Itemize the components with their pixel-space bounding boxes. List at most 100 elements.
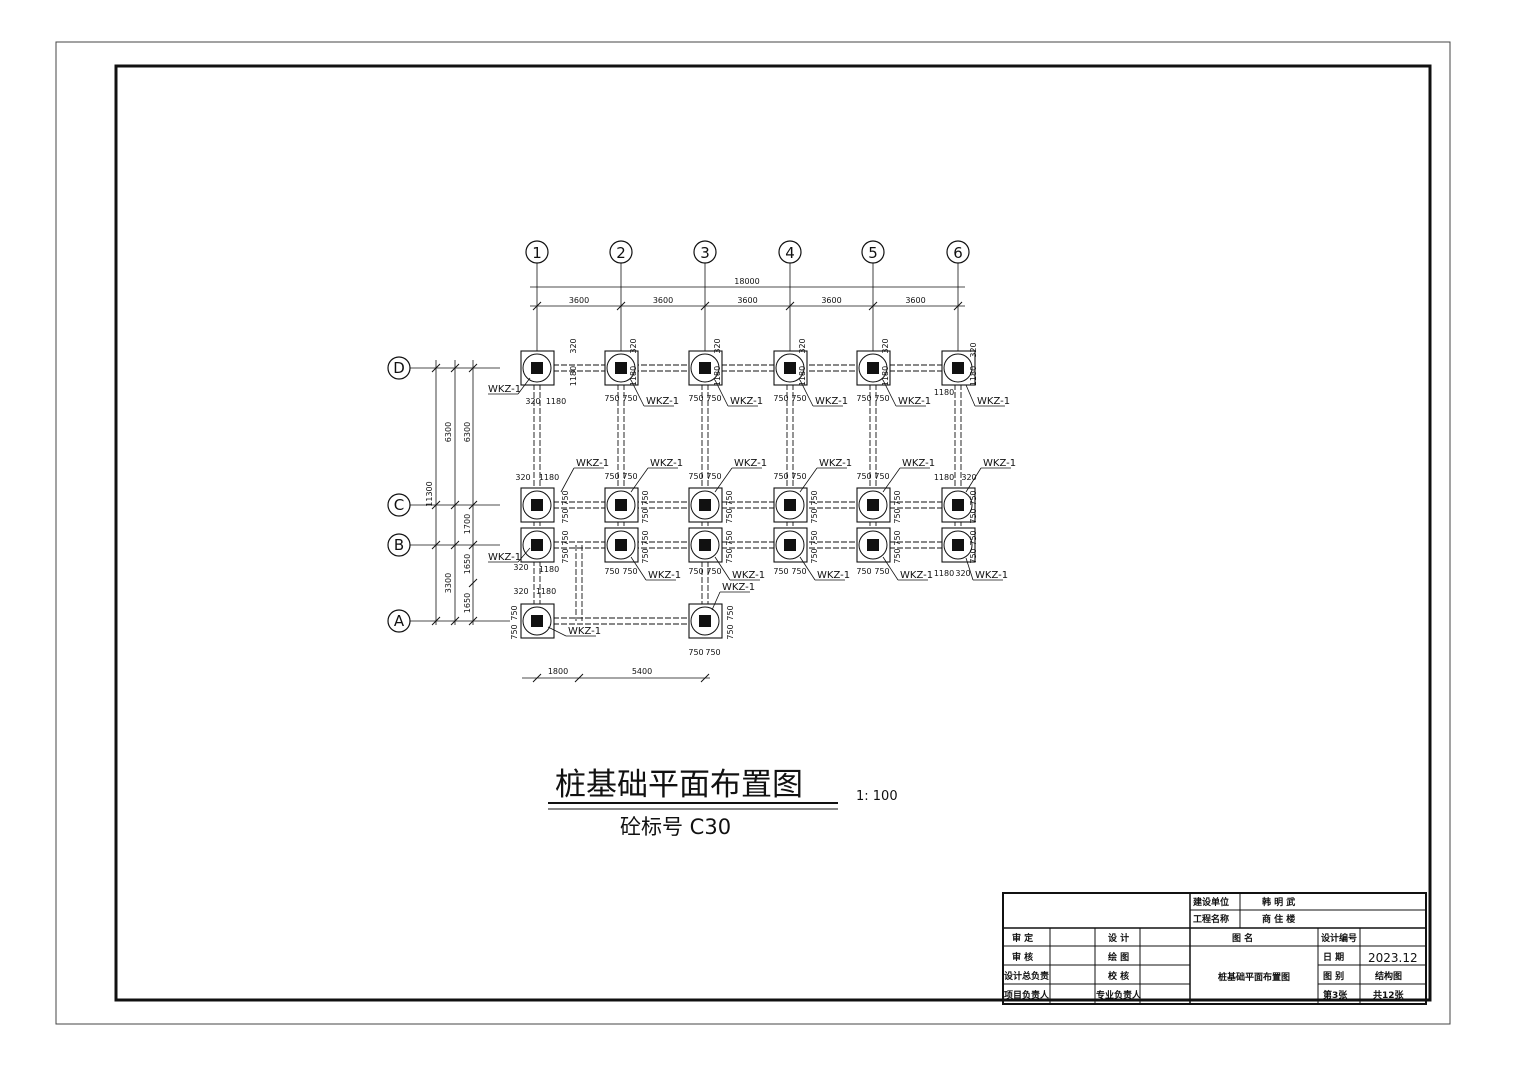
pile-circle [606,353,636,383]
dim-tick [468,363,478,373]
pile-column [699,499,711,511]
pile-circle [858,490,888,520]
dim-cap-750: 750 [561,490,570,505]
dim-cap-750: 750 [706,567,721,576]
pile-label-wkz-1: WKZ-1 [576,458,609,469]
inner-frame [114,64,1432,1002]
leader-line [714,379,729,407]
dim-cap-1180: 1180 [629,366,638,386]
leader-line [714,467,733,493]
leader-line [965,467,982,493]
dim-cap-320: 320 [955,569,970,578]
leader-line [799,556,816,581]
dim-cap-320: 320 [515,473,530,482]
date-value: 2023.12 [1368,951,1418,965]
pile-label-wkz-1: WKZ-1 [488,552,521,563]
dim-tick [450,363,460,373]
leader-line [799,379,814,407]
dim-cap-750: 750 [622,472,637,481]
approve-label: 审 定 [1012,932,1034,944]
pile-circle [522,490,552,520]
dim-total-vertical: 11300 [425,481,434,506]
dim-cap-320: 320 [629,338,638,353]
pile-column [615,499,627,511]
dim-cap-750: 750 [773,472,788,481]
design-label: 设 计 [1108,932,1129,944]
dim-cap-750: 750 [604,472,619,481]
dim-cap-750: 750 [706,394,721,403]
dim-cap-1180: 1180 [569,366,578,386]
drawing-name-label: 图 名 [1232,932,1253,944]
dim-cap-320: 320 [713,338,722,353]
pile-label-wkz-1: WKZ-1 [730,396,763,407]
dim-cap-1180: 1180 [798,366,807,386]
drawing-name: 桩基础平面布置图 [1218,971,1290,983]
dim-cap-750: 750 [791,567,806,576]
pile-label-wkz-1: WKZ-1 [977,396,1010,407]
title-block: 建设单位 韩 明 武 工程名称 商 住 楼 审 定 审 核 设计总负责 项目负责… [1002,892,1427,1005]
check-label: 校 核 [1108,970,1129,982]
leader-line [630,556,647,581]
leader-line [560,467,575,493]
axis-label-1: 1 [532,244,542,262]
pile-label-wkz-1: WKZ-1 [815,396,848,407]
pile-cap [520,527,555,563]
dim-cap-750: 750 [874,472,889,481]
pile-column [699,539,711,551]
dim-cap-320: 320 [513,587,528,596]
drawing-title: 桩基础平面布置图 [555,767,803,803]
drawing-scale: 1: 100 [856,789,898,804]
pile-cap [604,487,639,523]
pile-label-wkz-1: WKZ-1 [722,582,755,593]
concrete-grade: 砼标号 C30 [620,815,731,839]
pile-label-wkz-1: WKZ-1 [568,626,601,637]
pile-circle [690,530,720,560]
pile-circle [943,530,973,560]
dim-cap-750: 750 [810,508,819,523]
category-label: 图 别 [1323,970,1344,982]
dim-span: 3600 [569,296,589,305]
dim-1650: 1650 [463,554,472,574]
dim-tick [450,500,460,510]
dim-span: 3600 [821,296,841,305]
review-label: 审 核 [1012,951,1033,963]
dim-cap-750: 750 [641,530,650,545]
pile-column [952,499,964,511]
pile-column [784,539,796,551]
dim-cap-750: 750 [725,490,734,505]
dim-cap-750: 750 [856,567,871,576]
dim-1700: 1700 [463,514,472,534]
dim-cap-1180: 1180 [539,473,559,482]
dim-cap-750: 750 [641,490,650,505]
dim-cap-750: 750 [510,605,519,620]
dim-cap-1180: 1180 [934,473,954,482]
dim-cap-750: 750 [893,490,902,505]
pile-column [531,539,543,551]
pile-label-wkz-1: WKZ-1 [734,458,767,469]
dim-tick [468,616,478,626]
axis-label-5: 5 [868,244,878,262]
pile-circle [775,530,805,560]
pile-column [867,362,879,374]
pile-circle [606,490,636,520]
pile-circle [775,353,805,383]
dim-span: 3600 [737,296,757,305]
project-lead-label: 项目负责人 [1004,989,1050,1001]
dim-cap-1180: 1180 [934,388,954,397]
leader-line [882,556,899,581]
dim-cap-750: 750 [874,567,889,576]
dim-cap-750: 750 [773,394,788,403]
dim-tick [431,540,441,550]
dim-cap-1180: 1180 [546,397,566,406]
dim-tick [532,301,542,311]
dim-upper-vertical: 6300 [444,422,453,442]
axis-label-D: D [393,359,405,377]
dim-cap-1180: 1180 [969,366,978,386]
design-no-label: 设计编号 [1321,932,1357,944]
dim-tick [700,673,710,683]
axis-label-B: B [394,536,404,554]
dim-cap-750: 750 [726,605,735,620]
pile-label-wkz-1: WKZ-1 [646,396,679,407]
dim-cap-750: 750 [725,508,734,523]
pile-label-wkz-1: WKZ-1 [898,396,931,407]
